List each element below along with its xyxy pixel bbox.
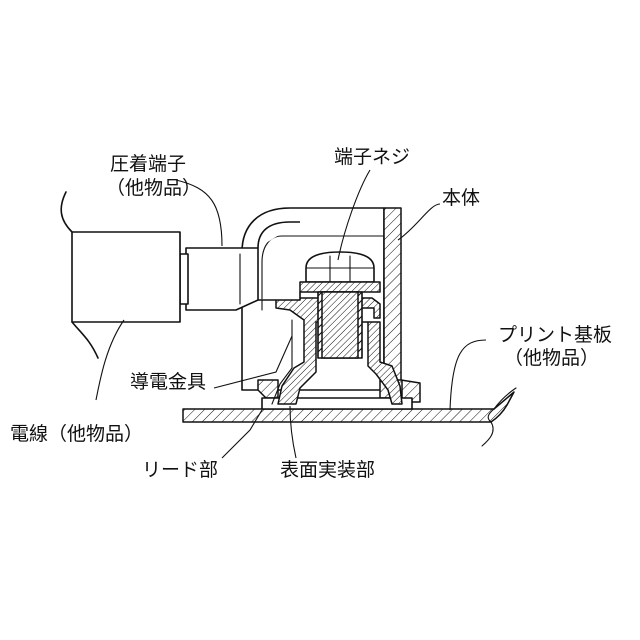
label-surface-mount: 表面実装部 [280,459,375,481]
label-crimp-terminal-other: （他物品） [106,177,201,199]
label-conductive-fitting: 導電金具 [130,371,206,393]
label-terminal-screw: 端子ネジ [334,146,410,168]
label-lead: リード部 [142,459,218,481]
wire [61,192,180,358]
label-crimp-terminal: 圧着端子 [110,153,186,175]
label-body: 本体 [442,187,480,209]
label-pcb: プリント基板 [498,324,612,346]
label-pcb-other: （他物品） [504,347,599,369]
pcb-board [183,388,516,446]
label-wire: 電線（他物品） [10,423,143,445]
